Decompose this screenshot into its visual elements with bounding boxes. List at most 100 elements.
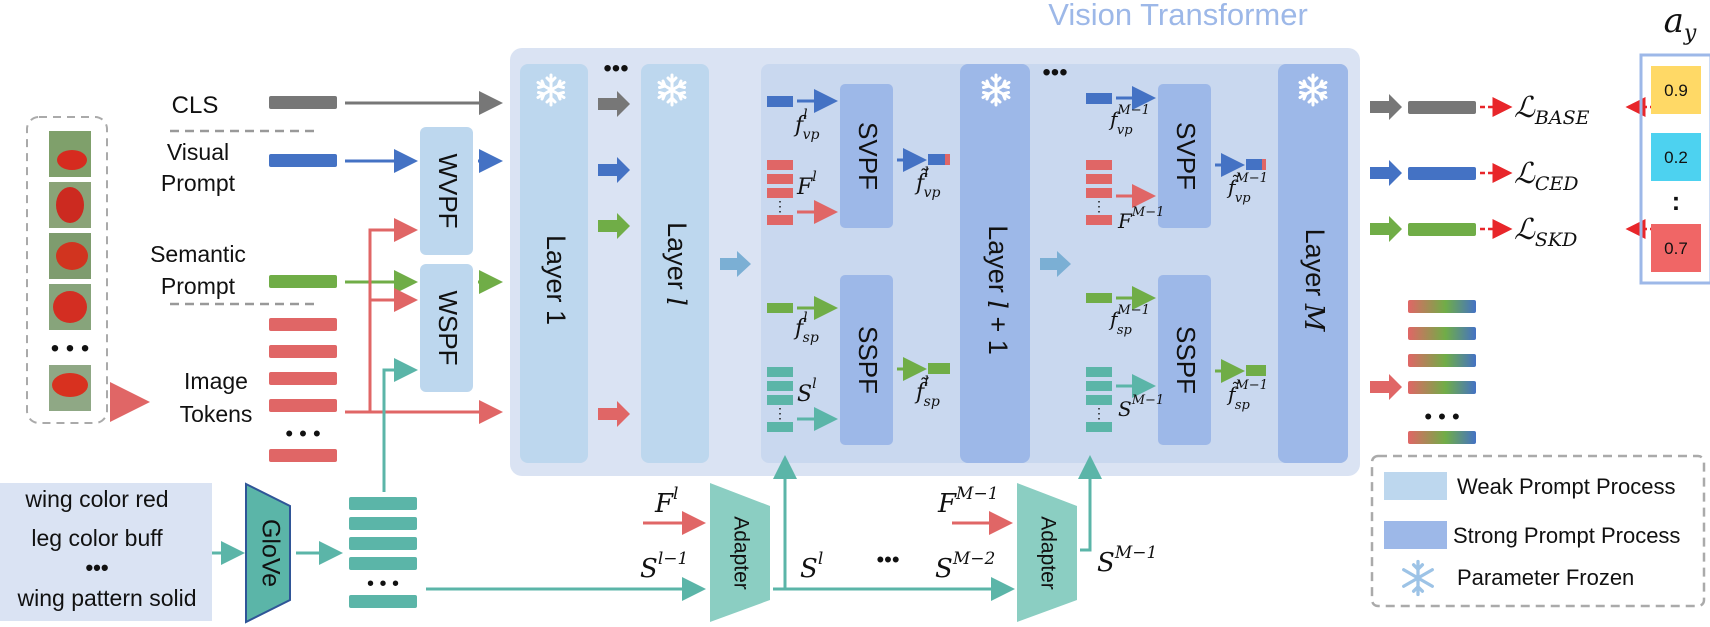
visual-label-1: Visual: [167, 139, 229, 165]
score-cell-2: [1651, 133, 1701, 181]
stack-dots: ⋮: [1092, 198, 1106, 214]
legend-strong-label: Strong Prompt Process: [1453, 523, 1680, 548]
bird-images: [49, 131, 91, 411]
image-flow-arrow: [598, 401, 630, 427]
image-out-arrow: [1370, 374, 1402, 400]
adapter2-to-sspf-arrow: [1078, 455, 1102, 552]
svpf-module-1: [840, 84, 893, 228]
cls-out-token: [1408, 101, 1476, 114]
image-strip-frame: [26, 116, 108, 424]
legend-weak-swatch: [1384, 472, 1447, 500]
semantic-prompt-token: [269, 275, 337, 288]
chain-S-l-label: Sl: [800, 549, 823, 584]
fvp-tilde-token: [928, 154, 950, 165]
chain-ellipsis: •••: [876, 547, 899, 572]
adapter1-to-sspf-arrow: [773, 455, 797, 591]
svpf-label-2: SVPF: [1171, 122, 1201, 190]
cls-flow-arrow: [598, 91, 630, 117]
layer-l-plus-1: [960, 64, 1030, 463]
glove-label: GloVe: [256, 519, 284, 587]
F-l-stack: [767, 160, 793, 225]
legend-frozen-label: Parameter Frozen: [1457, 565, 1634, 590]
loss-base: ℒBASE: [1514, 90, 1590, 129]
score-value-1: 0.9: [1664, 81, 1688, 100]
fvp-token: [1086, 93, 1112, 104]
semantic-label-1: Semantic: [150, 241, 246, 267]
adapter-2: [1017, 483, 1077, 622]
semantic-out-token: [1408, 223, 1476, 236]
legend-frozen-icon: [1402, 559, 1434, 597]
layer-1-label: Layer 1: [541, 235, 571, 325]
embedding-to-wspf-arrow: [382, 358, 418, 492]
semantic-flow-arrow: [598, 213, 630, 239]
sspf-label-2: SSPF: [1171, 326, 1201, 394]
stack-dots: ⋮: [773, 198, 787, 214]
fused-token-stack: [1408, 300, 1476, 444]
visual-prompt-token: [269, 154, 337, 167]
token-tip: [1262, 159, 1266, 170]
semantic-label-2: Prompt: [161, 273, 236, 299]
visual-out-arrow: [1370, 160, 1402, 186]
loss-skd: ℒSKD: [1514, 212, 1577, 251]
attribute-1: wing color red: [24, 486, 168, 512]
adapter2-S-M1-label: SM−1: [1097, 543, 1157, 578]
fsp-tilde-token: [1246, 365, 1266, 376]
flow-arrow: [720, 251, 751, 277]
score-cell-3: [1651, 224, 1701, 272]
fvp-tilde-token: [1246, 159, 1266, 170]
S-l-label: Sl: [797, 376, 817, 407]
cls-token: [269, 96, 337, 109]
layer-m-label: Layer M: [1299, 229, 1330, 333]
wvpf-label: WVPF: [433, 153, 463, 228]
image-tokens-label-2: Tokens: [180, 401, 253, 427]
score-box: [1639, 53, 1710, 285]
fsp-token: [1086, 293, 1112, 303]
score-cell-1: [1651, 66, 1701, 114]
layer-l: [641, 64, 709, 463]
wvpf-module: [420, 127, 473, 255]
image-tokens-label-1: Image: [184, 368, 248, 394]
layer-ellipsis-2: •••: [1042, 59, 1067, 86]
adapter-1: [710, 483, 770, 622]
F-l-label: Fl: [796, 169, 817, 200]
score-title: ay: [1664, 1, 1697, 46]
vit-title: Vision Transformer: [1048, 0, 1308, 32]
svpf-label-1: SVPF: [853, 122, 883, 190]
fused-ellipsis: • • •: [1424, 404, 1459, 429]
embedding-ellipsis: • • •: [367, 573, 399, 595]
adapter1-S-lm1-label: Sl−1: [640, 549, 688, 584]
layer-m: [1278, 64, 1348, 463]
chain-S-M2-label: SM−2: [935, 549, 995, 584]
semantic-embedding-stack: [349, 497, 417, 608]
image-to-wvpf-arrow: [345, 218, 418, 414]
flow-arrow: [1040, 251, 1071, 277]
attribute-ellipsis: •••: [85, 555, 108, 580]
attribute-4: wing pattern solid: [17, 585, 197, 611]
stack-dots: ⋮: [1092, 405, 1106, 421]
sspf-label-1: SSPF: [853, 326, 883, 394]
loss-ced: ℒCED: [1514, 156, 1579, 195]
wspf-label: WSPF: [433, 290, 463, 365]
layer-l-label: Layer l: [661, 222, 692, 306]
visual-label-2: Prompt: [161, 170, 236, 196]
glove-module: [245, 482, 291, 624]
fsp-token: [767, 303, 793, 313]
score-value-2: 0.2: [1664, 148, 1688, 167]
S-l-stack: [767, 367, 793, 432]
F-M1-stack: [1086, 160, 1112, 225]
adapter-2-label: Adapter: [1036, 516, 1059, 590]
visual-out-token: [1408, 167, 1476, 180]
wspf-module: [420, 264, 473, 392]
fsp-tilde-token: [928, 363, 950, 374]
image-ellipsis: • • •: [51, 335, 90, 362]
layer-ellipsis-1: •••: [603, 55, 628, 82]
S-M1-stack: [1086, 367, 1112, 432]
layer-1: [520, 64, 588, 463]
stack-dots: ⋮: [773, 405, 787, 421]
adapter2-F-M1-label: FM−1: [937, 484, 999, 519]
semantic-out-arrow: [1370, 216, 1402, 242]
adapter1-F-l-label: Fl: [654, 484, 678, 519]
cls-label: CLS: [172, 92, 219, 119]
cls-out-arrow: [1370, 94, 1402, 120]
